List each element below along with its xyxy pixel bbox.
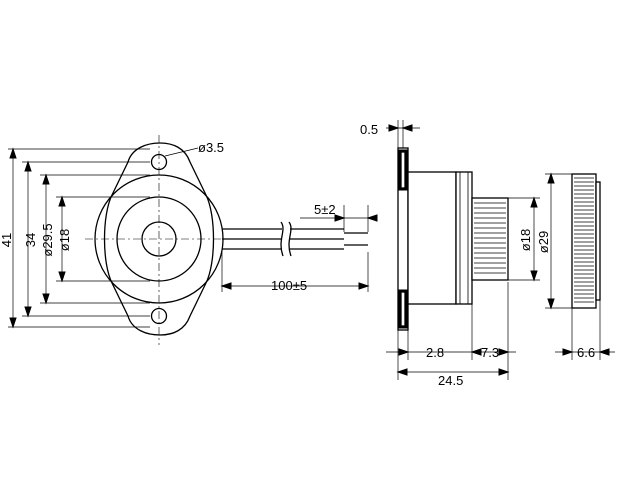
dim-0-5: 0.5 [360, 120, 420, 148]
dim-lead-length: 100±5 [220, 252, 370, 293]
inner-dia-label: ø18 [57, 229, 72, 251]
side-flange-depth-label: 2.8 [426, 345, 444, 360]
lead-strip-label: 5±2 [314, 202, 336, 217]
nut-knurl [574, 177, 594, 303]
flange-thickness-label: 0.5 [360, 122, 378, 137]
dim-29-5: ø29.5 [40, 173, 150, 305]
dim-29: ø29 [536, 172, 572, 310]
side-collar [455, 171, 473, 305]
dim-6-6: 6.6 [555, 300, 615, 360]
dim-strip: 5±2 [300, 202, 378, 232]
hole-dia-label: ø3.5 [198, 140, 224, 155]
dim-2-8-7-3: 2.8 7.3 [386, 282, 516, 380]
nut-view: ø29 6.6 [536, 172, 615, 360]
lead-length-label: 100±5 [271, 278, 307, 293]
dim-24-5: 24.5 [396, 330, 510, 388]
mount-span-label: 34 [23, 233, 38, 247]
nut-thickness-label: 6.6 [577, 345, 595, 360]
side-thread [471, 197, 509, 281]
front-view: ø3.5 41 34 ø29.5 [0, 135, 378, 345]
dim-18-front: ø18 [56, 195, 150, 283]
dim-41: 41 [0, 147, 150, 329]
side-body [407, 171, 457, 305]
nut-dia-label: ø29 [536, 231, 551, 253]
body-dia-label: ø29.5 [40, 223, 55, 256]
lead-wires [222, 221, 368, 257]
overall-height-label: 41 [0, 233, 14, 247]
dim-18-side: ø18 [508, 196, 540, 282]
mounting-flange [103, 142, 215, 336]
side-total-len-label: 24.5 [438, 373, 463, 388]
hole-leader [164, 147, 199, 157]
side-view: 0.5 ø18 2.8 7.3 [360, 120, 540, 388]
side-thread-len-label: 7.3 [481, 345, 499, 360]
dim-34: 34 [22, 160, 150, 318]
side-inner-dia-label: ø18 [518, 229, 533, 251]
thread-lines [474, 202, 506, 274]
